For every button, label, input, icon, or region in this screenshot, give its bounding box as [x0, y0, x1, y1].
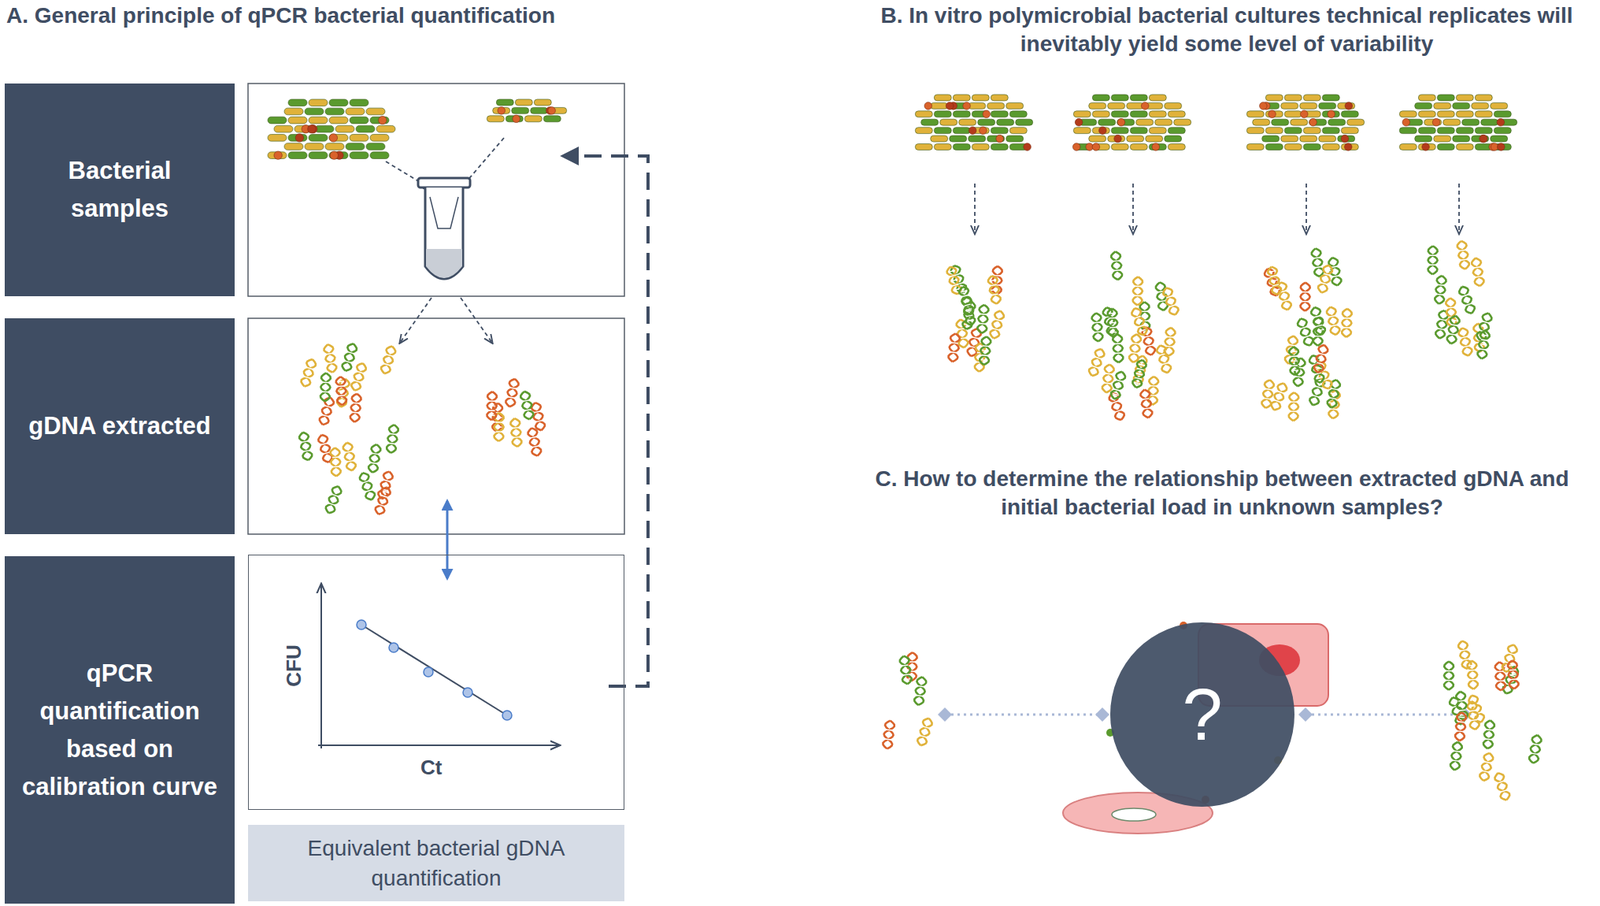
panel — [248, 318, 625, 534]
bacteria-cluster — [914, 94, 1033, 151]
panel-heading: B. In vitro polymicrobial bacterial cult… — [858, 1, 1596, 59]
axis-label: Ct — [420, 755, 442, 780]
dna-group — [1087, 251, 1180, 422]
dna-group — [486, 377, 546, 457]
dna-group — [945, 263, 1005, 372]
dashed-arrow — [974, 183, 1460, 234]
node-text: Bacterial samples — [17, 151, 223, 228]
question-circle: ? — [1110, 622, 1295, 807]
dashed-arrow — [400, 297, 432, 343]
panel-heading: A. General principle of qPCR bacterial q… — [6, 1, 794, 30]
chart-panel: CFU Ct — [248, 554, 625, 810]
node-text: gDNA extracted — [28, 407, 211, 445]
axis-label: CFU — [281, 644, 307, 686]
node-text: qPCR quantification based on calibration… — [17, 654, 223, 806]
dna-group — [882, 651, 934, 749]
double-arrow — [446, 500, 449, 578]
dna-group — [1260, 248, 1352, 422]
animal-model — [1062, 621, 1329, 834]
bacteria-cluster — [1072, 94, 1191, 151]
panel-heading: C. How to determine the relationship bet… — [850, 464, 1594, 522]
dna-group — [298, 342, 400, 516]
node-text: ? — [1181, 673, 1223, 756]
panel — [248, 83, 625, 297]
dotted-link — [1305, 713, 1465, 716]
row-label-box: qPCR quantification based on calibration… — [4, 555, 235, 904]
caption-band: Equivalent bacterial gDNA quantification — [248, 824, 625, 901]
feedback-arrow — [563, 155, 649, 686]
row-label-box: Bacterial samples — [4, 83, 235, 297]
dotted-link — [944, 713, 1103, 716]
calibration-chart — [318, 584, 560, 749]
bacteria-cluster — [1399, 94, 1517, 151]
node-text: Equivalent bacterial gDNA quantification — [257, 833, 615, 893]
test-tube — [418, 177, 471, 279]
bacteria-cluster — [486, 99, 567, 123]
dna-group — [1427, 240, 1493, 360]
bacteria-cluster — [267, 99, 396, 160]
row-label-box: gDNA extracted — [4, 318, 235, 534]
dna-group — [1444, 639, 1543, 801]
bacteria-cluster — [1246, 94, 1364, 151]
dashed-arrow — [460, 297, 493, 343]
